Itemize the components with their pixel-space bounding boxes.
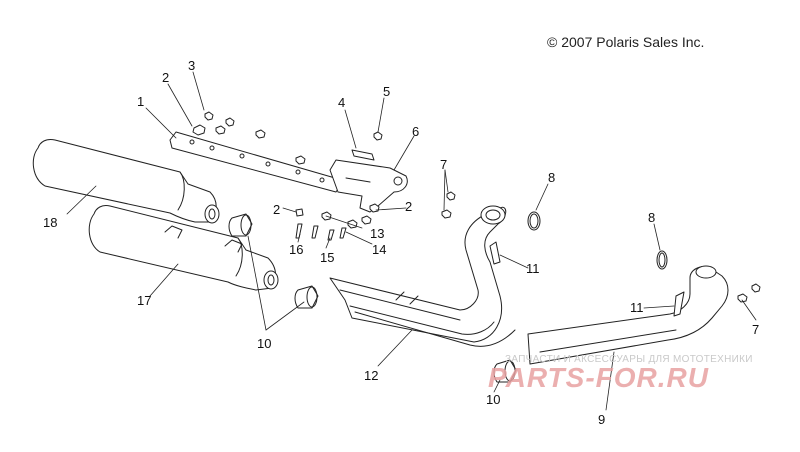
- watermark-caption: ЗАПЧАСТИ И АКСЕССУАРЫ ДЛЯ МОТОТЕХНИКИ: [505, 354, 753, 365]
- clamp-upper: [228, 213, 253, 237]
- callout-13: 13: [370, 226, 384, 241]
- copyright-notice: © 2007 Polaris Sales Inc.: [547, 34, 705, 50]
- mounting-bracket: [329, 159, 408, 213]
- callout-2-left: 2: [273, 202, 280, 217]
- callout-12: 12: [364, 368, 378, 383]
- callout-17: 17: [137, 293, 151, 308]
- callout-10-left: 10: [257, 336, 271, 351]
- callout-2-top: 2: [162, 70, 169, 85]
- callout-8-center: 8: [548, 170, 555, 185]
- callout-11-right: 11: [630, 300, 644, 315]
- muffler-upper: [32, 139, 220, 224]
- front-head-pipe: [527, 265, 729, 365]
- spacer-link: [351, 149, 375, 161]
- callout-9: 9: [598, 412, 605, 427]
- gasket-ring-b: [656, 250, 668, 270]
- callout-6: 6: [412, 124, 419, 139]
- clamp-lower: [294, 285, 319, 309]
- callout-3: 3: [188, 58, 195, 73]
- callout-labels: 1 2 3 4 5 6 2 2 7 8 8 13 14 15 16 11 11 …: [43, 58, 759, 427]
- callout-10-bottom: 10: [486, 392, 500, 407]
- watermark-logo: PARTS-FOR.RU: [488, 362, 709, 393]
- muffler-bracket: [169, 131, 341, 193]
- callout-7-center: 7: [440, 157, 447, 172]
- clamp-front: [493, 359, 517, 383]
- muffler-lower: [88, 205, 279, 291]
- leader-lines: [66, 71, 757, 411]
- callout-2-right: 2: [405, 199, 412, 214]
- gasket-ring-a: [527, 211, 541, 231]
- callout-11-center: 11: [526, 261, 540, 276]
- callout-8-right: 8: [648, 210, 655, 225]
- callout-15: 15: [320, 250, 334, 265]
- callout-14: 14: [372, 242, 386, 257]
- callout-7-right: 7: [752, 322, 759, 337]
- callout-5: 5: [383, 84, 390, 99]
- fasteners: [192, 111, 761, 303]
- callout-1: 1: [137, 94, 144, 109]
- callout-4: 4: [338, 95, 345, 110]
- callout-18: 18: [43, 215, 57, 230]
- callout-16: 16: [289, 242, 303, 257]
- head-pipe-assembly: [329, 205, 516, 347]
